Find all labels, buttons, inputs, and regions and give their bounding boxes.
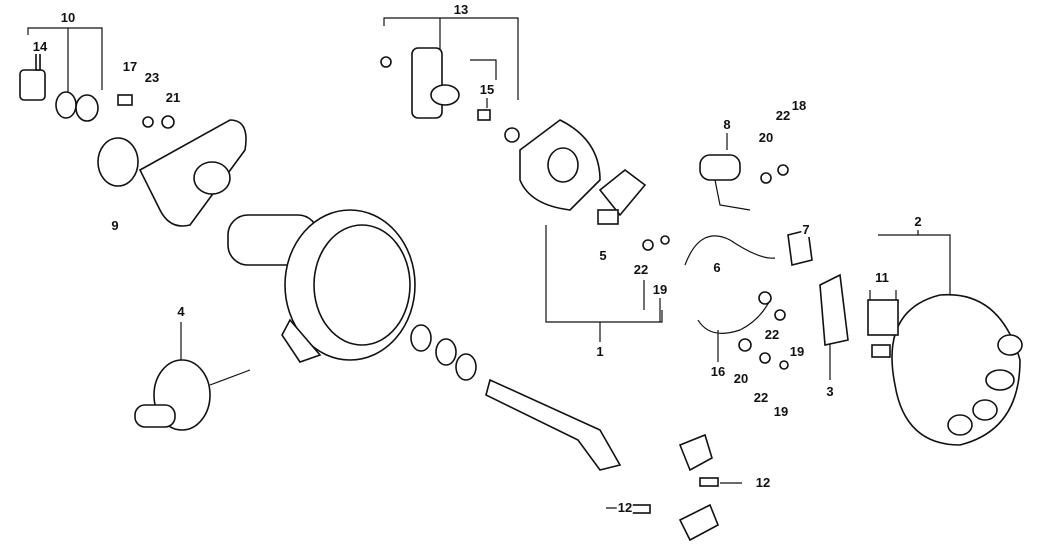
callout-12: 12: [754, 475, 772, 490]
callout-22: 22: [632, 262, 650, 277]
callout-22: 22: [763, 327, 781, 342]
condenser: [699, 154, 751, 211]
small-bolts-top: [117, 94, 175, 129]
callout-22: 22: [774, 108, 792, 123]
distributor-housing: [227, 209, 416, 363]
small-hardware-right: [642, 164, 813, 370]
breaker-plate: [519, 119, 601, 211]
pulser-housing: [380, 47, 520, 143]
distributor-shaft: [485, 378, 622, 471]
callout-19: 19: [788, 344, 806, 359]
callout-20: 20: [757, 130, 775, 145]
drive-gear: [19, 51, 99, 122]
callout-22: 22: [752, 390, 770, 405]
lead-wires: [684, 235, 776, 334]
callout-23: 23: [143, 70, 161, 85]
callout-19: 19: [772, 404, 790, 419]
governor-weights: [629, 433, 720, 542]
callout-9: 9: [110, 218, 120, 233]
callout-4: 4: [176, 304, 186, 319]
callout-2: 2: [913, 214, 923, 229]
shaft-seals: [410, 324, 477, 381]
callout-12: 12: [616, 500, 634, 515]
callout-1: 1: [595, 344, 605, 359]
callout-7: 7: [801, 222, 811, 237]
callout-6: 6: [712, 260, 722, 275]
callout-16: 16: [709, 364, 727, 379]
callout-5: 5: [598, 248, 608, 263]
callout-20: 20: [732, 371, 750, 386]
bracket-plate: [138, 119, 247, 227]
callout-8: 8: [722, 117, 732, 132]
callout-17: 17: [121, 59, 139, 74]
callout-10: 10: [59, 10, 77, 25]
callout-19: 19: [651, 282, 669, 297]
callout-21: 21: [164, 90, 182, 105]
callout-3: 3: [825, 384, 835, 399]
contact-points: [597, 168, 647, 225]
rotor: [819, 273, 849, 346]
callout-15: 15: [478, 82, 496, 97]
callout-13: 13: [452, 2, 470, 17]
o-ring: [97, 137, 139, 187]
callout-18: 18: [790, 98, 808, 113]
distributor-cap: [867, 293, 1023, 446]
callout-11: 11: [874, 270, 890, 285]
vacuum-advance: [134, 359, 251, 431]
callout-14: 14: [31, 39, 49, 54]
